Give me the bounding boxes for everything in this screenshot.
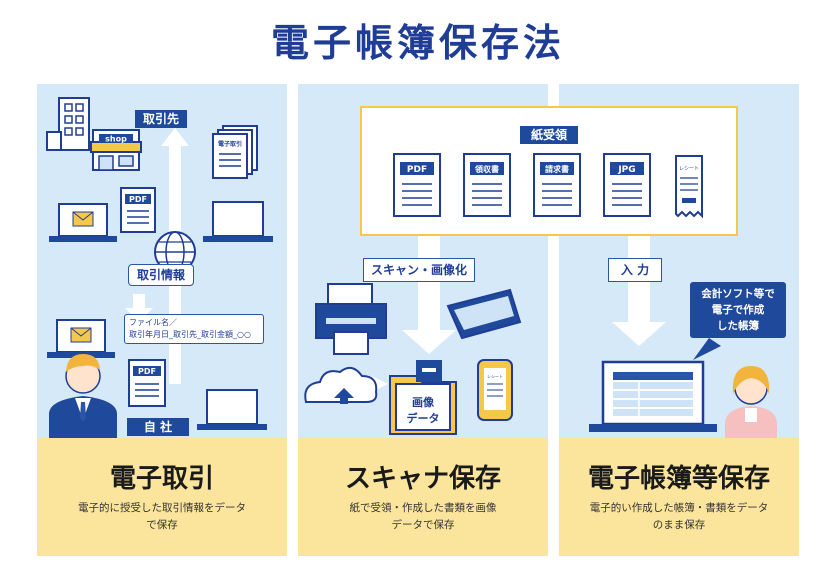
svg-text:レシート: レシート xyxy=(679,166,699,172)
laptop-ledger-icon xyxy=(589,360,717,432)
transaction-info-label: 取引情報 xyxy=(128,264,194,286)
description-line: 電子的に授受した取引情報をデータ xyxy=(78,502,246,514)
panel1-illustration: shop 電子取引 PDF xyxy=(46,97,273,438)
invoice-document-icon: 請求書 xyxy=(533,153,581,217)
accounting-software-callout: 会計ソフト等で 電子で作成 した帳簿 xyxy=(690,282,786,338)
receipt-document-icon: 領収書 xyxy=(463,153,511,217)
description-line: 電子的い作成した帳簿・書類をデータ xyxy=(589,502,769,514)
svg-text:JPG: JPG xyxy=(617,165,635,175)
own-company-label: 自 社 xyxy=(127,418,189,436)
input-label: 入 力 xyxy=(608,258,662,282)
office-building-icon xyxy=(46,97,90,151)
scan-label: スキャン・画像化 xyxy=(363,258,475,282)
laptop-icon-bottom xyxy=(197,389,267,430)
description-line: で保存 xyxy=(146,519,178,531)
panel2-illustration: 画像 データ レシート xyxy=(304,283,522,435)
page-title: 電子帳簿保存法 xyxy=(270,21,565,65)
section-heading-electronic-transaction: 電子取引 xyxy=(109,464,214,494)
businesswoman-avatar xyxy=(725,366,777,438)
laptop-mail-icon xyxy=(49,203,117,242)
section-heading-scanner-storage: スキャナ保存 xyxy=(344,464,501,494)
description-line: データで保存 xyxy=(391,519,455,531)
printer-scanner-icon xyxy=(315,283,387,355)
band-electronic-transaction xyxy=(37,438,287,556)
section-description-electronic-books: 電子的い作成した帳簿・書類をデータ のまま保存 xyxy=(559,500,799,534)
paper-docs: PDF 領収書 請求書 JPG レシート xyxy=(393,153,703,219)
svg-text:電子取引: 電子取引 xyxy=(218,140,242,148)
smartphone-icon: レシート xyxy=(477,359,513,421)
description-line: 紙で受領・作成した書類を画像 xyxy=(349,502,497,514)
callout-line: 電子で作成 xyxy=(711,304,765,316)
svg-text:PDF: PDF xyxy=(407,165,427,175)
shop-icon: shop xyxy=(90,129,142,171)
svg-text:請求書: 請求書 xyxy=(545,164,569,174)
paper-receipt-label: 紙受領 xyxy=(520,126,578,144)
panel3-illustration xyxy=(589,338,777,438)
svg-text:画像: 画像 xyxy=(412,395,435,409)
filename-line-1: ファイル名／ xyxy=(129,318,177,327)
electronic-document-stack-icon: 電子取引 xyxy=(212,125,258,179)
callout-line: した帳簿 xyxy=(717,320,759,332)
svg-text:PDF: PDF xyxy=(129,195,147,204)
pdf-document-icon-bottom: PDF xyxy=(128,359,166,407)
svg-text:データ: データ xyxy=(407,411,440,425)
band-scanner-storage xyxy=(298,438,548,556)
laptop-icon xyxy=(203,201,273,242)
section-description-scanner-storage: 紙で受領・作成した書類を画像 データで保存 xyxy=(298,500,548,534)
filename-line-2: 取引年月日_取引先_取引金額_○○ xyxy=(129,330,251,339)
svg-text:領収書: 領収書 xyxy=(474,164,499,174)
pdf-document-icon: PDF xyxy=(393,153,441,217)
svg-text:レシート: レシート xyxy=(487,374,503,379)
description-line: のまま保存 xyxy=(652,519,706,531)
section-heading-electronic-books: 電子帳簿等保存 xyxy=(587,464,770,494)
svg-text:PDF: PDF xyxy=(138,367,156,376)
jpg-document-icon: JPG xyxy=(603,153,651,217)
pdf-document-icon: PDF xyxy=(120,187,156,233)
flatbed-scanner-icon xyxy=(446,288,522,340)
callout-line: 会計ソフト等で xyxy=(701,288,775,300)
businessman-avatar xyxy=(49,354,117,438)
svg-text:shop: shop xyxy=(105,135,127,144)
paper-receipt-icon: レシート xyxy=(675,155,703,219)
band-electronic-books xyxy=(559,438,799,556)
image-data-folder-icon: 画像 データ xyxy=(389,360,457,435)
partner-label: 取引先 xyxy=(135,110,187,128)
filename-tooltip: ファイル名／ 取引年月日_取引先_取引金額_○○ xyxy=(124,314,264,344)
section-description-electronic-transaction: 電子的に授受した取引情報をデータ で保存 xyxy=(37,500,287,534)
cloud-icon xyxy=(304,366,378,404)
